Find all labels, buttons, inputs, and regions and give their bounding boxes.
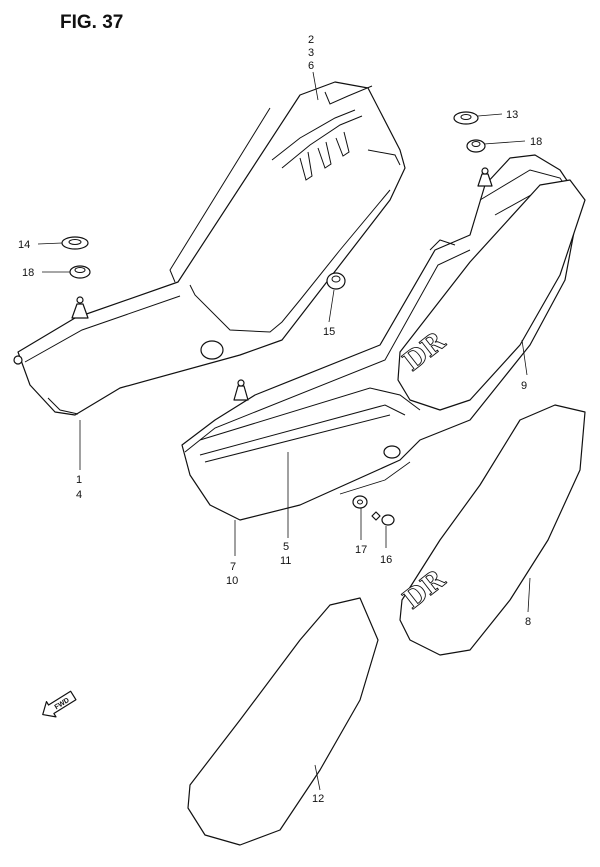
label-17: 17 — [355, 544, 367, 556]
washer-17 — [352, 495, 368, 509]
label-1: 1 — [76, 474, 82, 486]
decal-8: DR — [397, 404, 586, 656]
label-14: 14 — [18, 239, 30, 251]
label-8: 8 — [525, 616, 531, 628]
label-2: 2 — [308, 34, 314, 46]
label-7: 7 — [230, 561, 236, 573]
bushing-18-left — [69, 265, 91, 279]
label-4: 4 — [76, 489, 82, 501]
leader-lines — [37, 71, 531, 791]
right-frame-cover — [181, 154, 581, 521]
label-15: 15 — [323, 326, 335, 338]
label-13: 13 — [506, 109, 518, 121]
decal-12 — [187, 597, 379, 846]
part-labels: 2 3 6 13 18 14 18 15 9 1 4 5 11 7 10 17 … — [18, 34, 542, 805]
label-10: 10 — [226, 575, 238, 587]
label-11: 11 — [280, 555, 291, 567]
grommet-13 — [453, 111, 479, 125]
fwd-arrow-icon: FWD — [42, 690, 77, 718]
label-16: 16 — [380, 554, 392, 566]
label-18-left: 18 — [22, 267, 34, 279]
label-9: 9 — [521, 380, 527, 392]
fwd-label: FWD — [54, 697, 71, 711]
label-18-right: 18 — [530, 136, 542, 148]
label-5: 5 — [283, 541, 289, 553]
label-3: 3 — [308, 47, 314, 59]
grommet-14 — [61, 236, 89, 250]
bushing-18-right — [466, 139, 486, 153]
left-frame-cover — [13, 81, 406, 416]
figure-title: FIG. 37 — [60, 12, 124, 33]
label-6: 6 — [308, 60, 314, 72]
label-12: 12 — [312, 793, 324, 805]
screw-16 — [371, 511, 395, 526]
grommet-15 — [326, 272, 346, 290]
